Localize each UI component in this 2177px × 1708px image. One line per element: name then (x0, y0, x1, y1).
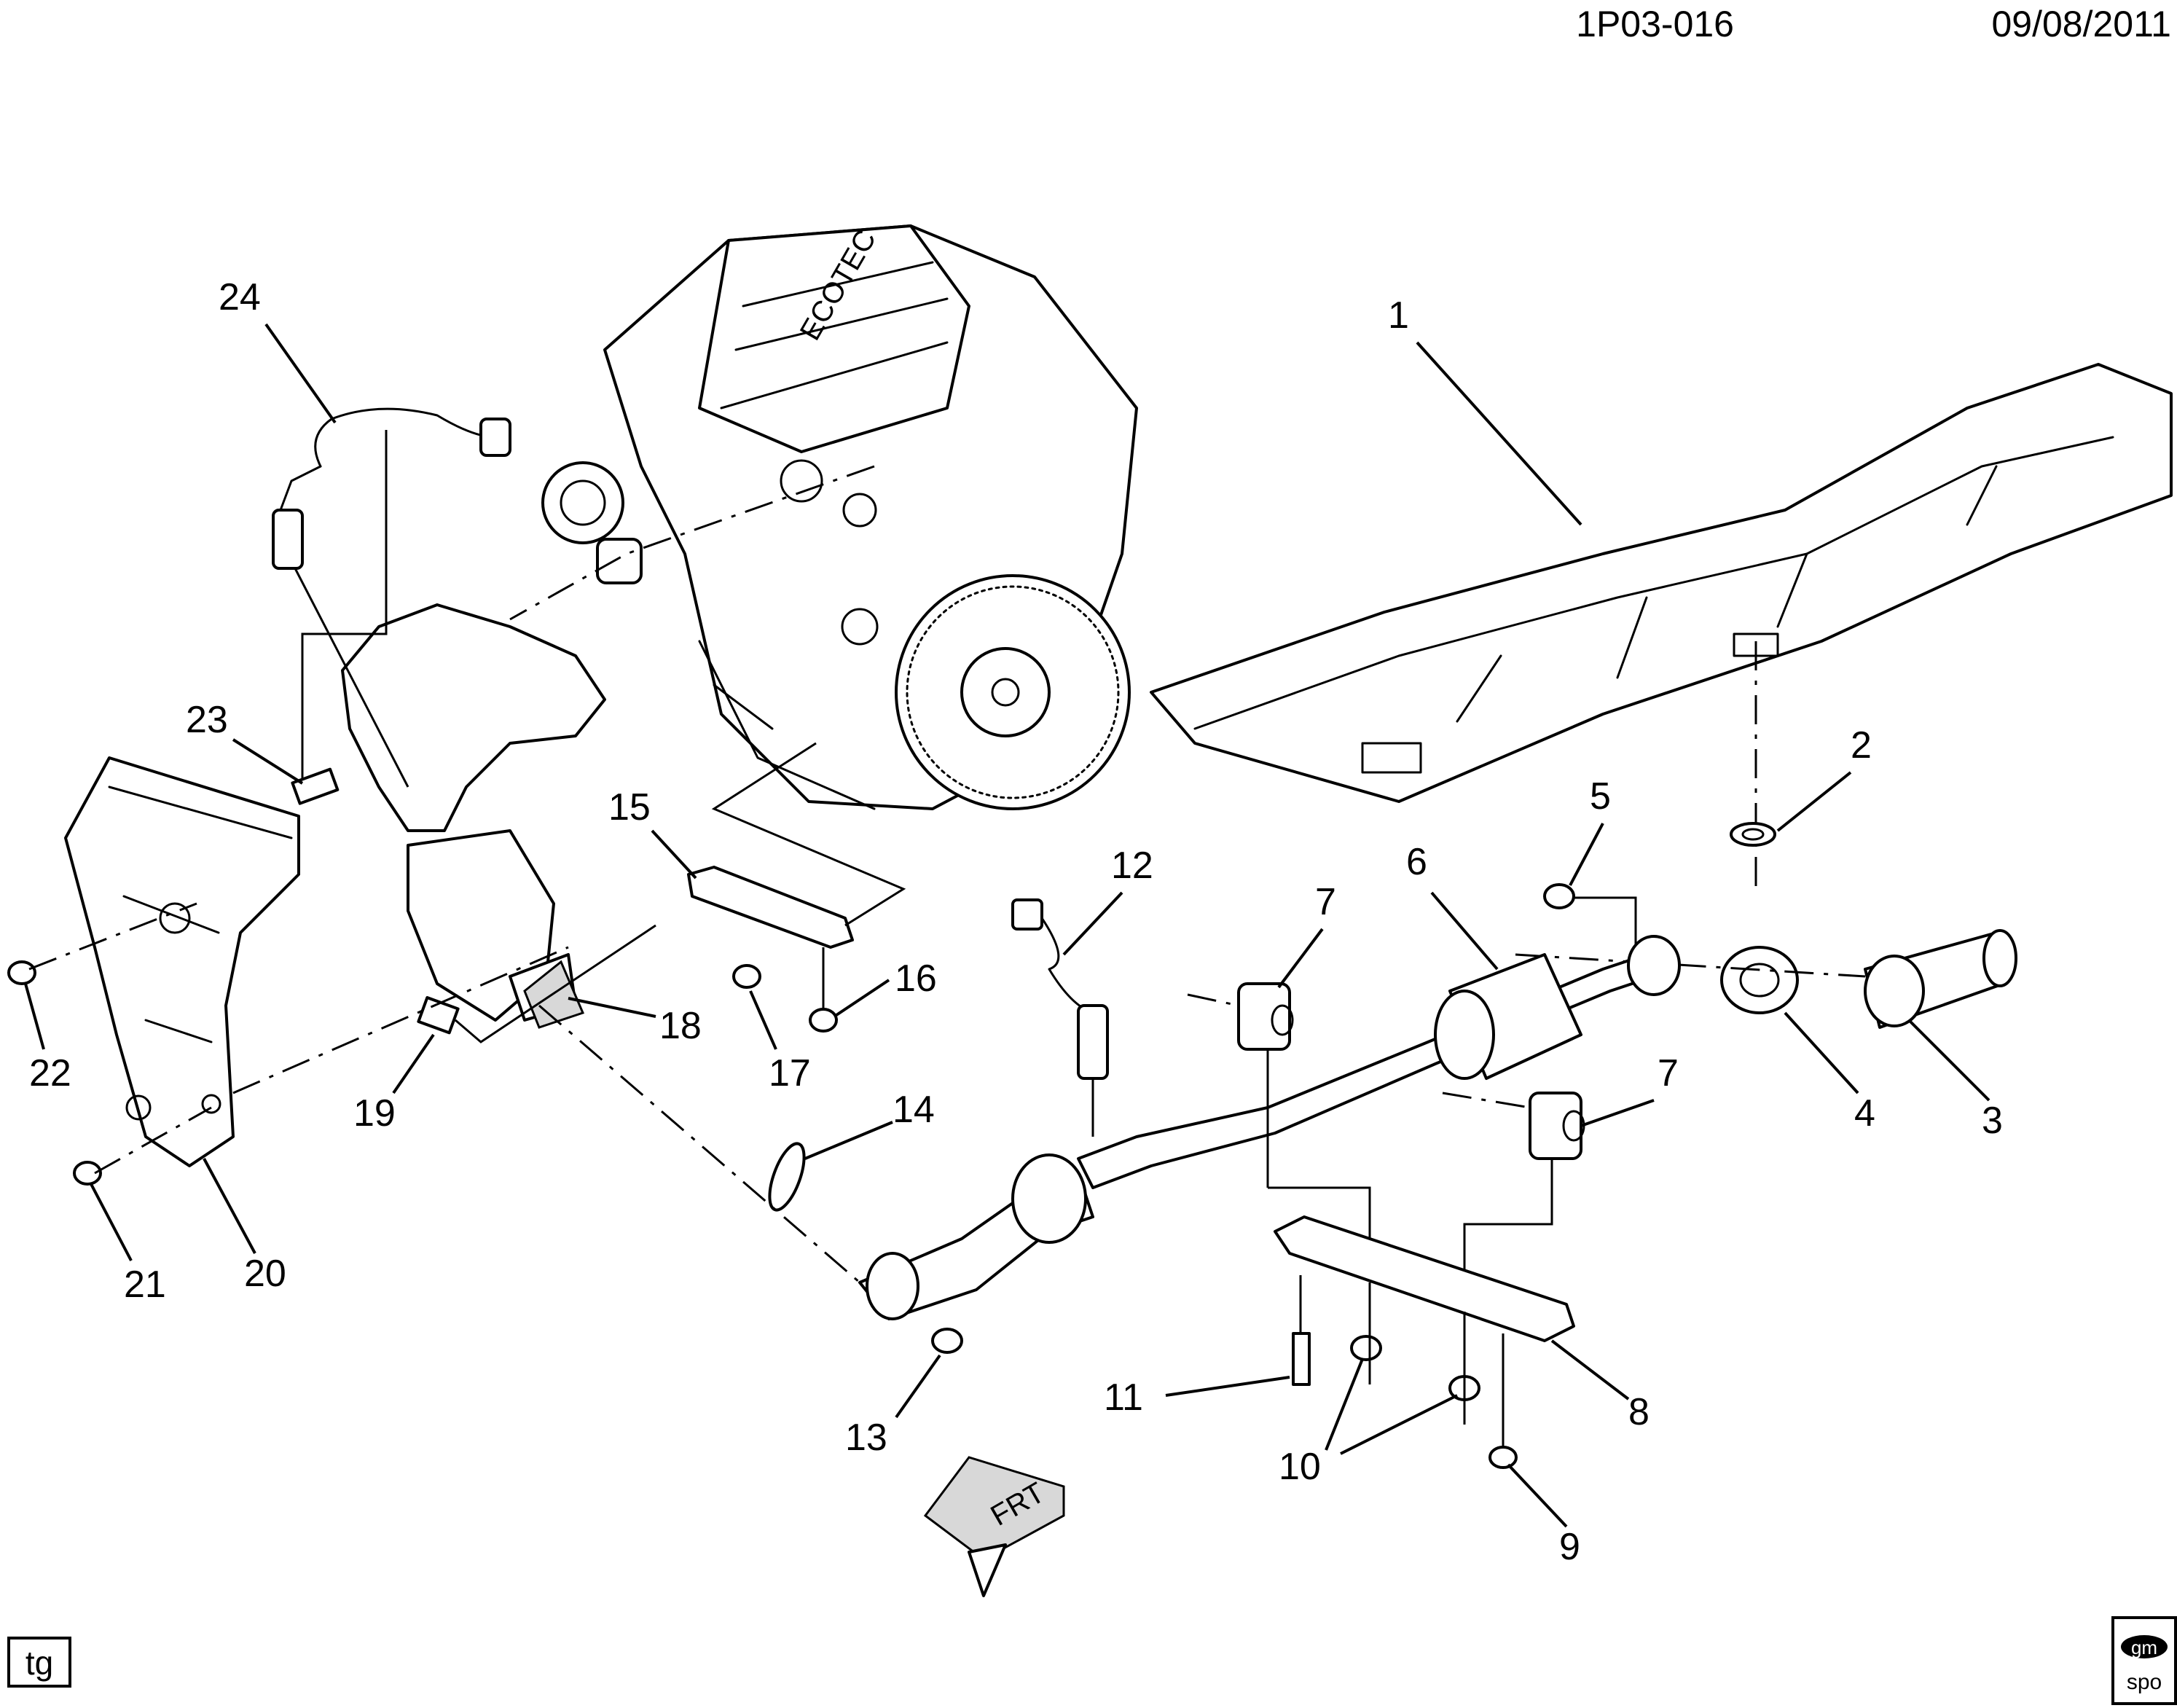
part-23-clip (291, 767, 340, 805)
callout-18: 18 (659, 1005, 702, 1047)
part-14-gasket (768, 1142, 806, 1212)
callout-4: 4 (1854, 1092, 1875, 1135)
part-7-hanger-insulator-upper (1237, 982, 1294, 1051)
part-12-oxygen-sensor (1011, 898, 1109, 1080)
callout-24: 24 (219, 276, 261, 318)
part-15-bracket (687, 866, 854, 949)
callout-10: 10 (1279, 1446, 1321, 1488)
callout-9: 9 (1559, 1526, 1580, 1568)
front-direction-arrow: FRT (923, 1456, 1065, 1597)
engine-assembly: ECOTEC (541, 224, 1138, 810)
part-9-bolt (1488, 1446, 1518, 1469)
callout-21: 21 (124, 1264, 166, 1306)
diagram-code: 1P03-016 (1576, 4, 1734, 44)
callout-8: 8 (1628, 1391, 1650, 1433)
callout-6: 6 (1406, 841, 1427, 883)
corner-tag-box: tg (7, 1637, 71, 1688)
exhaust-manifold-catalytic-converter (341, 603, 606, 1022)
callout-1: 1 (1388, 294, 1409, 337)
callout-5: 5 (1590, 775, 1611, 818)
gm-spo-logo: gm spo (2111, 1616, 2177, 1705)
part-17-bolt (732, 964, 761, 989)
callout-14: 14 (893, 1089, 935, 1131)
part-13-nut (931, 1328, 963, 1354)
part-5-nut (1543, 883, 1575, 909)
callout-15: 15 (608, 786, 651, 828)
callout-19: 19 (353, 1092, 396, 1135)
diagram-date: 09/08/2011 (1991, 4, 2171, 44)
part-21-bolt (73, 1161, 102, 1186)
callout-13: 13 (845, 1417, 887, 1459)
corner-tag-text: tg (26, 1644, 53, 1682)
part-16-bolt (809, 1008, 838, 1033)
callout-12: 12 (1111, 845, 1153, 887)
part-7-hanger-insulator-lower (1529, 1092, 1585, 1160)
callout-7-lower: 7 (1658, 1052, 1679, 1094)
callout-20: 20 (244, 1253, 286, 1295)
part-19-stud (417, 996, 460, 1035)
part-2-grommet (1730, 822, 1776, 847)
part-24-oxygen-sensor (272, 407, 511, 570)
callout-2: 2 (1851, 724, 1872, 767)
part-3-tailpipe (1864, 929, 2017, 1029)
front-pipe-catalytic-converter (858, 1153, 1094, 1320)
callout-16: 16 (895, 957, 937, 1000)
callout-22: 22 (29, 1052, 71, 1094)
callout-17: 17 (769, 1052, 811, 1094)
part-1-heat-shield (1150, 363, 2173, 803)
callout-7-upper: 7 (1315, 881, 1336, 923)
callout-23: 23 (186, 699, 228, 741)
part-20-manifold-heat-shield (64, 756, 300, 1167)
part-11-bolt (1292, 1332, 1311, 1386)
callout-3: 3 (1982, 1100, 2003, 1142)
part-22-bolt (7, 960, 36, 985)
callout-11: 11 (1104, 1376, 1143, 1419)
part-8-hanger-bracket (1274, 1215, 1575, 1342)
logo-line-1: gm (2131, 1637, 2157, 1658)
part-6-exhaust-pipe-muffler (1077, 935, 1681, 1189)
part-4-gasket (1720, 946, 1799, 1014)
logo-line-2: spo (2127, 1670, 2162, 1694)
